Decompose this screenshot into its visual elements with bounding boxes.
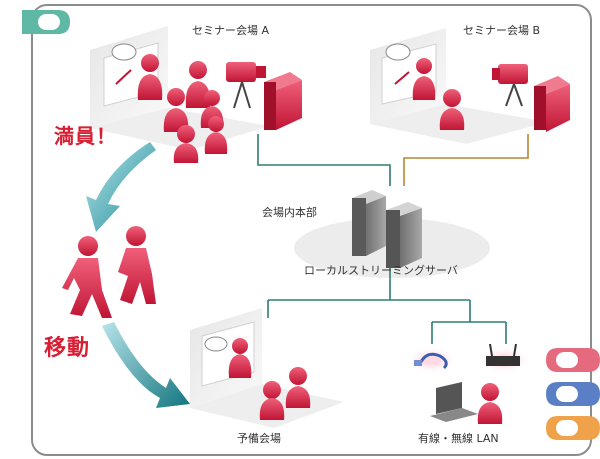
move-label: 移動 xyxy=(44,336,91,361)
hq-label: 会場内本部 xyxy=(262,206,317,219)
camera-icon xyxy=(492,64,528,107)
laptop-icon xyxy=(430,382,478,422)
room-b-label: セミナー会場 B xyxy=(463,24,541,37)
router-icon xyxy=(486,343,520,366)
person-icon xyxy=(477,383,503,424)
spare-room-label: 予備会場 xyxy=(237,432,281,445)
lan-devices xyxy=(406,343,532,424)
network-label: 有線・無線 LAN xyxy=(418,432,499,445)
server-tower-icon xyxy=(534,76,570,132)
seminar-room-a xyxy=(90,26,302,163)
curved-arrow-icon xyxy=(86,142,156,232)
link-lower xyxy=(267,268,507,344)
tab-marker-icon xyxy=(22,10,70,34)
person-icon xyxy=(412,58,465,130)
tab-marker-icon xyxy=(546,416,600,440)
seminar-room-b xyxy=(370,28,570,144)
cable-icon xyxy=(414,352,448,370)
tab-marker-icon xyxy=(546,348,600,372)
server-tower-icon xyxy=(352,190,422,268)
tab-marker-icon xyxy=(546,382,600,406)
server-tower-icon xyxy=(264,72,302,130)
link-room-a xyxy=(257,134,391,186)
person-icon xyxy=(137,54,228,163)
server-label: ローカルストリーミングサーバ xyxy=(304,264,458,277)
curved-arrow-icon xyxy=(102,322,190,408)
link-room-b xyxy=(403,134,529,186)
walking-people-icon xyxy=(62,226,156,318)
spare-room xyxy=(190,308,344,428)
full-label: 満員！ xyxy=(54,124,117,148)
room-a-label: セミナー会場 A xyxy=(192,24,270,37)
camera-icon xyxy=(226,62,266,109)
